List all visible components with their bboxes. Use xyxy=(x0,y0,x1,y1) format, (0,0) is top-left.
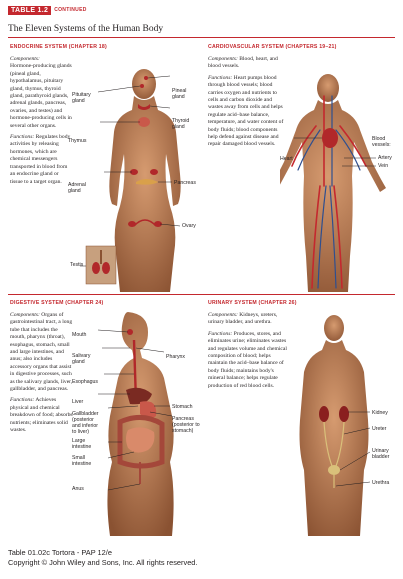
footer-copyright: Copyright © John Wiley and Sons, Inc. Al… xyxy=(8,558,197,568)
urinary-panel: URINARY SYSTEM (CHAPTER 26) Components: … xyxy=(206,298,398,536)
page-title: The Eleven Systems of the Human Body xyxy=(8,24,163,34)
label-heart: Heart xyxy=(280,156,293,162)
label-blood-vessels: Blood vessels: xyxy=(372,136,391,148)
urinary-functions-text: Produces, stores, and eliminates urine; … xyxy=(208,331,287,389)
label-small-intestine: Small intestine xyxy=(72,455,91,467)
cardio-functions-lead: Functions: xyxy=(208,75,232,81)
label-pancreas: Pancreas xyxy=(174,180,196,186)
urinary-heading: URINARY SYSTEM (CHAPTER 26) xyxy=(208,300,297,306)
label-pituitary-gland: Pituitary gland xyxy=(72,92,91,104)
endocrine-components-text: Hormone-producing glands (pineal gland, … xyxy=(10,63,72,128)
digestive-heading: DIGESTIVE SYSTEM (CHAPTER 24) xyxy=(10,300,103,306)
cardiovascular-description: Components: Blood, heart, and blood vess… xyxy=(208,56,286,149)
urinary-functions-lead: Functions: xyxy=(208,331,232,337)
digestive-components-text: Organs of gastrointestinal tract, a long… xyxy=(10,312,72,392)
label-anus: Anus xyxy=(72,486,84,492)
heart xyxy=(322,128,338,148)
testis-inset xyxy=(86,246,116,284)
label-ureter: Ureter xyxy=(372,426,386,432)
digestive-panel: DIGESTIVE SYSTEM (CHAPTER 24) Components… xyxy=(8,298,200,536)
endocrine-functions-lead: Functions: xyxy=(10,134,34,140)
label-salivary-gland: Salivary gland xyxy=(72,353,90,365)
label-pineal-gland: Pineal gland xyxy=(172,88,186,100)
endocrine-panel: ENDOCRINE SYSTEM (CHAPTER 18) Components… xyxy=(8,42,200,292)
middle-divider xyxy=(8,294,395,295)
footer-table-ref: Table 01.02c Tortora - PAP 12/e xyxy=(8,548,197,558)
continued-label: CONTINUED xyxy=(54,7,86,13)
endocrine-components-lead: Components: xyxy=(10,56,40,62)
label-vein: Vein xyxy=(378,163,388,169)
label-thyroid-gland: Thyroid gland xyxy=(172,118,189,130)
cardiovascular-figure xyxy=(280,66,398,292)
label-testis: Testis xyxy=(70,262,83,268)
label-liver: Liver xyxy=(72,399,83,405)
label-urinary-bladder: Urinary bladder xyxy=(372,448,389,460)
label-gallbladder: Gallbladder (posterior and inferior to l… xyxy=(72,411,99,435)
footer-caption: Table 01.02c Tortora - PAP 12/e Copyrigh… xyxy=(8,548,197,568)
urinary-figure xyxy=(294,310,370,536)
label-pharynx: Pharynx xyxy=(166,354,185,360)
urinary-body-silhouette xyxy=(300,315,369,536)
label-pancreas-digestive: Pancreas (posterior to stomach) xyxy=(172,416,200,434)
table-tag: TABLE 1.2 CONTINUED xyxy=(8,4,87,16)
digestive-description: Components: Organs of gastrointestinal t… xyxy=(10,312,74,435)
title-divider xyxy=(8,37,395,38)
label-stomach: Stomach xyxy=(172,404,192,410)
urinary-description: Components: Kidneys, ureters, urinary bl… xyxy=(208,312,288,390)
label-thymus: Thymus xyxy=(68,138,86,144)
label-artery: Artery xyxy=(378,155,392,161)
endocrine-functions-text: Regulates body activities by releasing h… xyxy=(10,134,70,184)
endocrine-description: Components:Hormone-producing glands (pin… xyxy=(10,56,72,186)
label-esophagus: Esophagus xyxy=(72,379,98,385)
cardio-functions-text: Heart pumps blood through blood vessels;… xyxy=(208,75,283,148)
label-mouth: Mouth xyxy=(72,332,86,338)
label-ovary: Ovary xyxy=(182,223,196,229)
urinary-components-lead: Components: xyxy=(208,312,238,318)
table-number: TABLE 1.2 xyxy=(8,6,51,15)
cardiovascular-heading: CARDIOVASCULAR SYSTEM (CHAPTERS 19–21) xyxy=(208,44,337,50)
label-large-intestine: Large intestine xyxy=(72,438,91,450)
male-body-silhouette xyxy=(280,74,386,292)
digestive-functions-lead: Functions: xyxy=(10,397,34,403)
cardio-components-lead: Components: xyxy=(208,56,238,62)
label-urethra: Urethra xyxy=(372,480,389,486)
cardiovascular-panel: CARDIOVASCULAR SYSTEM (CHAPTERS 19–21) C… xyxy=(206,42,398,292)
label-kidney: Kidney xyxy=(372,410,388,416)
digestive-components-lead: Components: xyxy=(10,312,40,318)
endocrine-heading: ENDOCRINE SYSTEM (CHAPTER 18) xyxy=(10,44,107,50)
label-adrenal-gland: Adrenal gland xyxy=(68,182,86,194)
